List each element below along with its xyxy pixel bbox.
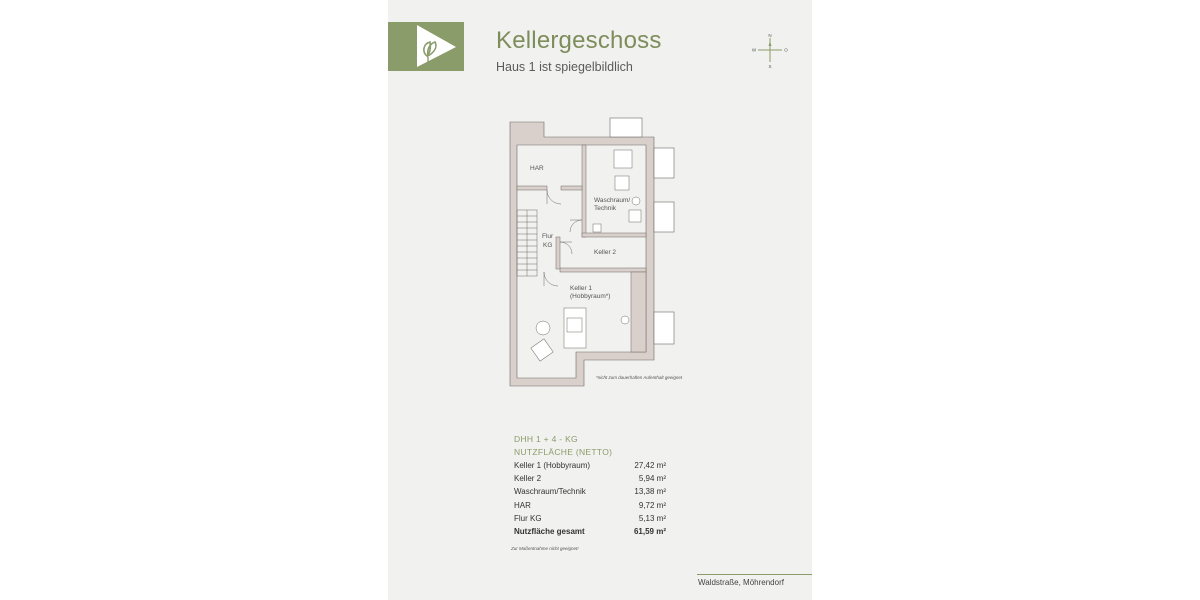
leaf-triangle-icon [417,25,456,67]
compass-s: S [768,64,771,69]
page-subtitle: Haus 1 ist spiegelbildlich [496,60,633,74]
area-row: Flur KG 5,13 m² [514,514,666,523]
door-swings [543,189,583,287]
area-row: Waschraum/Technik 13,38 m² [514,487,666,496]
interior-walls [516,144,647,353]
compass-n: N [768,33,771,38]
area-row-label: HAR [514,501,531,510]
area-total-row: Nutzfläche gesamt 61,59 m² [514,527,666,536]
room-label-flur-1: Flur [542,233,554,240]
room-label-keller2: Keller 2 [594,249,616,256]
room-label-keller1-2: (Hobbyraum*) [570,293,610,300]
area-total-value: 61,59 m² [633,527,666,536]
area-row-label: Waschraum/Technik [514,487,586,496]
area-row-value: 5,13 m² [638,514,666,523]
room-label-wasch-1: Waschraum/ [594,197,630,204]
footer-divider [697,574,812,575]
page-title: Kellergeschoss [496,27,662,54]
area-row-value: 27,42 m² [634,461,666,470]
brochure-page: Kellergeschoss Haus 1 ist spiegelbildlic… [388,0,812,600]
area-row-label: Keller 2 [514,474,542,483]
room-label-flur-2: KG [543,242,552,249]
brand-logo [388,22,464,71]
area-row-value: 5,94 m² [638,474,666,483]
area-row: Keller 2 5,94 m² [514,474,666,483]
room-label-har: HAR [530,165,544,172]
area-total-label: Nutzfläche gesamt [514,527,585,536]
area-row-label: Flur KG [514,514,542,523]
compass-rose-icon: N S W O [752,33,788,69]
area-footnote: Zur Maßentnahme nicht geeignet! [511,546,579,551]
area-subheading: NUTZFLÄCHE (NETTO) [514,447,613,457]
staircase [516,209,538,277]
outer-walls [509,121,655,387]
footer-address: Waldstraße, Möhrendorf [698,578,784,587]
room-label-keller1-1: Keller 1 [570,285,592,292]
plan-footnote: *nicht zum dauerhaften Aufenthalt geeign… [596,375,683,380]
room-label-wasch-2: Technik [594,205,617,212]
compass-w: W [752,48,757,53]
fixtures [530,149,642,362]
area-row-label: Keller 1 (Hobbyraum) [514,461,591,470]
area-row: HAR 9,72 m² [514,501,666,510]
compass-o: O [784,48,788,53]
area-row-value: 13,38 m² [634,487,666,496]
area-heading: DHH 1 + 4 - KG [514,434,578,444]
floor-plan: HAR Waschraum/ Technik Flur KG Keller 2 … [509,117,675,387]
area-row-value: 9,72 m² [638,501,666,510]
area-row: Keller 1 (Hobbyraum) 27,42 m² [514,461,666,470]
window-wells [609,117,675,345]
